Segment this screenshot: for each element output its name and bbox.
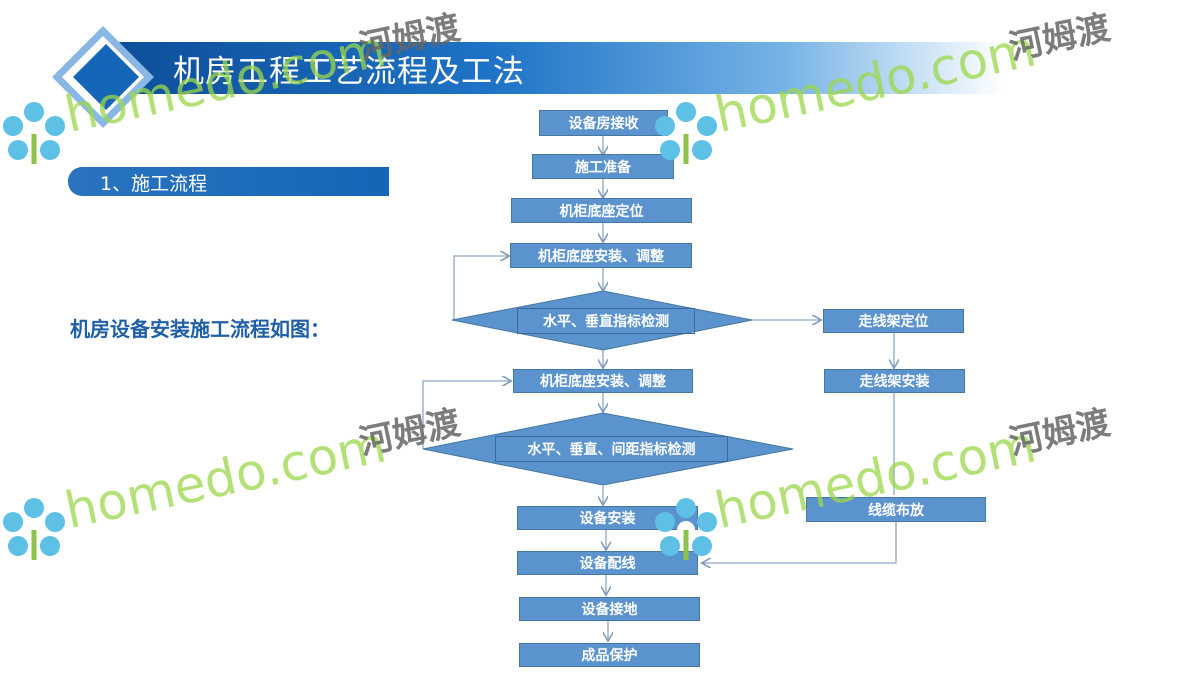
step-equipment-grounding: 设备接地 bbox=[519, 597, 700, 621]
title-bar bbox=[115, 42, 1200, 94]
intro-text: 机房设备安装施工流程如图： bbox=[70, 317, 330, 341]
page-title: 机房工程工艺流程及工法 bbox=[173, 54, 525, 90]
section-tab bbox=[68, 167, 389, 196]
step-equipment-room-handover: 设备房接收 bbox=[539, 110, 668, 136]
step-construction-prep: 施工准备 bbox=[532, 154, 674, 179]
step-equipment-install: 设备安装 bbox=[517, 506, 698, 530]
decision-diamond-2 bbox=[422, 412, 794, 486]
section-label: 1、施工流程 bbox=[100, 173, 208, 195]
decision-diamond-1 bbox=[451, 290, 753, 351]
diamond-logo-icon bbox=[52, 26, 154, 128]
step-finished-product-protection: 成品保护 bbox=[519, 643, 700, 667]
decision-label-1: 水平、垂直指标检测 bbox=[517, 308, 695, 334]
step-cable-laying: 线缆布放 bbox=[806, 497, 986, 522]
step-cabinet-base-install-2: 机柜底座安装、调整 bbox=[513, 369, 693, 393]
step-cable-tray-install: 走线架安装 bbox=[824, 369, 965, 393]
step-cabinet-base-positioning: 机柜底座定位 bbox=[511, 198, 692, 223]
step-cabinet-base-install-1: 机柜底座安装、调整 bbox=[510, 243, 692, 268]
step-equipment-wiring: 设备配线 bbox=[517, 551, 698, 575]
decision-label-2: 水平、垂直、间距指标检测 bbox=[495, 436, 728, 462]
step-cable-tray-positioning: 走线架定位 bbox=[823, 309, 964, 333]
